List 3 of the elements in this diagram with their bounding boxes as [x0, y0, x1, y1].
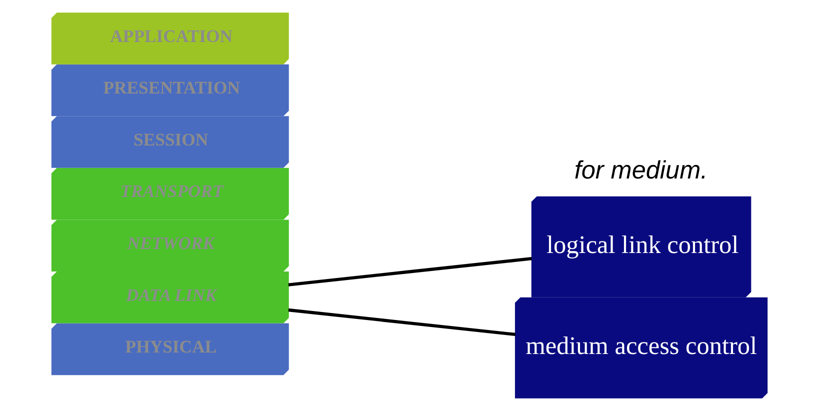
- connector: [288, 308, 516, 336]
- connector: [288, 256, 532, 286]
- label: for medium.: [574, 156, 708, 185]
